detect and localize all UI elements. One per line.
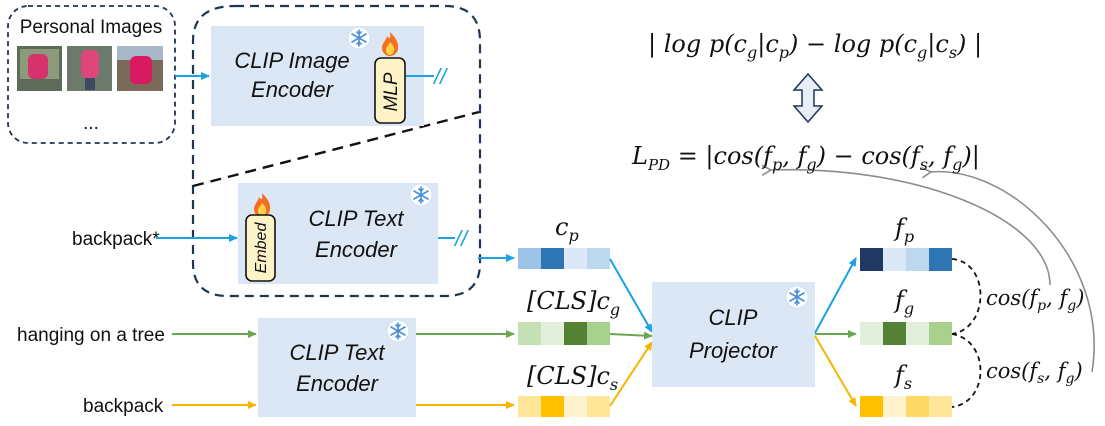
embed-block bbox=[245, 214, 276, 282]
label-cp: cp bbox=[555, 213, 579, 245]
clip-text-encoder-bottom: CLIP Text Encoder bbox=[258, 318, 416, 417]
projector-line2: Projector bbox=[689, 338, 779, 363]
embedding-cg bbox=[518, 322, 610, 345]
feature-fs bbox=[860, 396, 952, 417]
input-context: hanging on a tree bbox=[17, 325, 165, 346]
feedback-arrow-sg bbox=[930, 172, 1095, 373]
equivalence-arrow-icon bbox=[792, 72, 824, 124]
projector-line1: CLIP bbox=[709, 305, 758, 330]
mlp-label: MLP bbox=[381, 72, 402, 111]
input-class: backpack bbox=[83, 396, 164, 417]
embed-label: Embed bbox=[253, 222, 270, 274]
label-fg: fg bbox=[893, 286, 914, 318]
text-encoder-top-line2: Encoder bbox=[315, 237, 399, 262]
trainable-encoders-outline bbox=[191, 4, 482, 298]
personal-image-thumbnails bbox=[17, 46, 163, 91]
image-encoder-line2: Encoder bbox=[251, 77, 335, 102]
personal-images-panel: Personal Images ... bbox=[7, 5, 176, 144]
stop-gradient-image: // bbox=[432, 64, 448, 89]
frozen-snowflake-icon bbox=[785, 285, 809, 309]
feature-fp bbox=[860, 248, 952, 271]
arrow-cs-to-projector bbox=[609, 341, 653, 407]
feedback-arrow-pg bbox=[770, 170, 1051, 286]
cos-label-pg: cos(fp, fg) bbox=[986, 286, 1084, 314]
equation-loss: LPD = |cos(fp, fg) − cos(fs, fg)| bbox=[631, 142, 980, 174]
image-encoder-line1: CLIP Image bbox=[234, 48, 349, 73]
clip-text-encoder-top: Embed CLIP Text Encoder bbox=[238, 183, 438, 284]
group-divider bbox=[192, 110, 480, 188]
text-encoder-top-line1: CLIP Text bbox=[309, 206, 405, 231]
arrow-to-fs bbox=[814, 335, 857, 407]
feature-fg bbox=[860, 322, 952, 345]
pair-arc-fg-fs bbox=[951, 333, 982, 408]
arrow-to-fp bbox=[814, 257, 857, 334]
frozen-snowflake-icon bbox=[386, 319, 410, 343]
equation-top: | log p(cg|cp) − log p(cg|cs) | bbox=[648, 30, 982, 62]
label-fp: fp bbox=[893, 214, 914, 246]
label-cs: [CLS]cs bbox=[527, 362, 618, 394]
pair-arc-fp-fg bbox=[951, 258, 982, 335]
frozen-snowflake-icon bbox=[347, 26, 371, 50]
embedding-cp bbox=[518, 248, 610, 269]
clip-projector: CLIP Projector bbox=[652, 282, 815, 387]
clip-image-encoder: CLIP Image Encoder MLP bbox=[211, 26, 424, 126]
embedding-cs bbox=[518, 396, 610, 417]
personal-images-ellipsis: ... bbox=[83, 113, 99, 134]
text-encoder-bottom-line1: CLIP Text bbox=[290, 340, 386, 365]
mlp-block bbox=[374, 57, 406, 124]
personal-images-title: Personal Images bbox=[20, 17, 163, 38]
arrow-cg-to-projector bbox=[609, 331, 653, 340]
input-personal-token: backpack* bbox=[72, 229, 160, 250]
stop-gradient-text: // bbox=[453, 226, 469, 251]
cos-label-sg: cos(fs, fg) bbox=[986, 359, 1083, 387]
arrow-cp-to-projector bbox=[609, 258, 653, 333]
label-fs: fs bbox=[893, 361, 912, 393]
label-cg: [CLS]cg bbox=[527, 287, 620, 319]
text-encoder-bottom-line2: Encoder bbox=[296, 371, 380, 396]
frozen-snowflake-icon bbox=[409, 183, 433, 207]
